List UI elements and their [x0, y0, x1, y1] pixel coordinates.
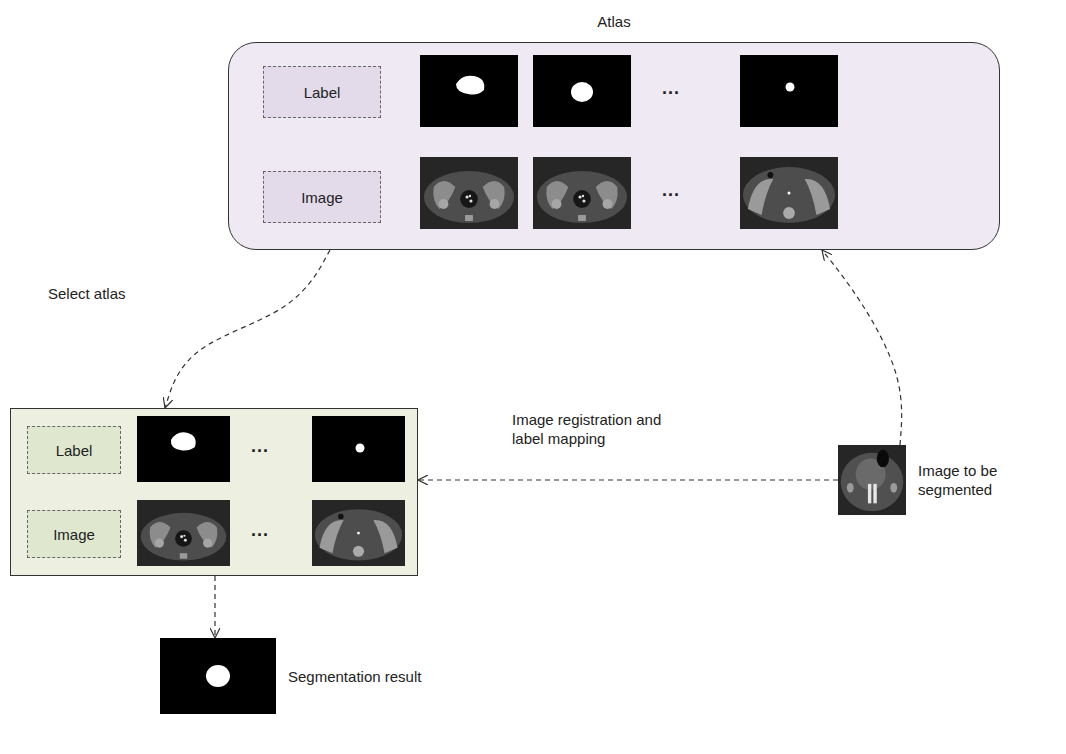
ellipsis: ...	[251, 436, 269, 456]
label-mask	[740, 55, 838, 127]
edge-label-box: Image registration and label mapping	[512, 410, 687, 448]
ct-slice	[838, 445, 906, 515]
node-text: Segmentation result	[288, 667, 421, 686]
edge-label: Image registration and label mapping	[512, 411, 661, 447]
ct-slice	[740, 157, 838, 229]
ct-slice	[533, 157, 631, 229]
ct-slice	[312, 500, 405, 566]
mask-blob	[786, 83, 795, 92]
mask-blob	[571, 82, 593, 102]
node-text: Label	[56, 441, 93, 460]
row-tag: Label	[27, 426, 121, 474]
mask-blob	[171, 432, 196, 450]
dashed-connector	[418, 479, 838, 480]
label-mask	[312, 416, 405, 482]
ellipsis-box: ...	[251, 521, 269, 540]
label-mask	[533, 55, 631, 127]
node-text: Image	[301, 188, 343, 207]
edge-label-box: Select atlas	[48, 284, 126, 303]
node-text: Label	[304, 83, 341, 102]
connector-group	[165, 250, 902, 638]
dashed-connector	[214, 576, 215, 638]
ellipsis: ...	[251, 520, 269, 540]
mask-blob	[456, 76, 484, 95]
ellipsis-box: ...	[251, 437, 269, 456]
ct-slice	[420, 157, 518, 229]
row-tag: Image	[263, 171, 381, 223]
ct-slice	[137, 500, 230, 566]
node-text: Atlas	[229, 12, 999, 31]
ellipsis: ...	[662, 180, 680, 200]
edge-label: Select atlas	[48, 285, 126, 302]
mask-blob	[356, 444, 365, 453]
ellipsis-box: ...	[662, 79, 680, 98]
ellipsis-box: ...	[662, 181, 680, 200]
label-mask	[137, 416, 230, 482]
node-text: Image to be segmented	[918, 461, 1018, 499]
row-tag: Image	[27, 510, 121, 558]
ellipsis: ...	[662, 78, 680, 98]
label-mask	[160, 638, 276, 714]
mask-blob	[206, 665, 230, 687]
node-text: Image	[53, 525, 95, 544]
label-mask	[420, 55, 518, 127]
dashed-connector	[822, 250, 902, 445]
row-tag: Label	[263, 66, 381, 118]
dashed-connector	[165, 250, 330, 408]
